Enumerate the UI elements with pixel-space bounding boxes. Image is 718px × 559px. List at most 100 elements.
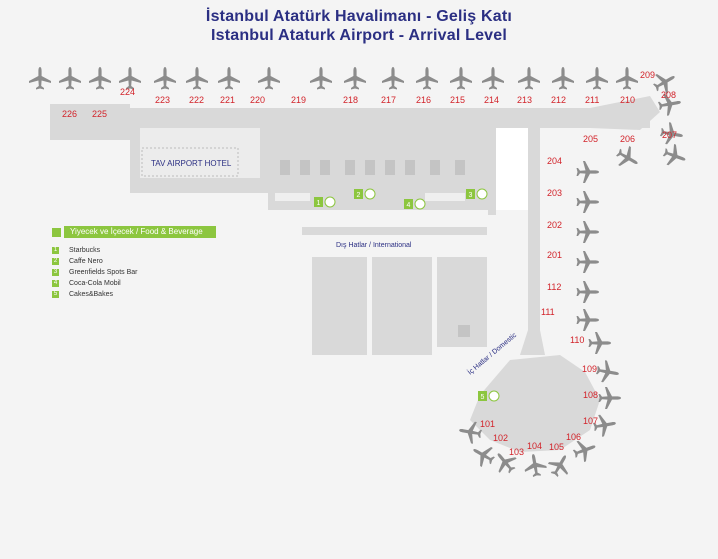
gate-102: 102 — [493, 433, 508, 443]
gate-219: 219 — [291, 95, 306, 105]
plane-icon — [616, 67, 638, 90]
gate-210: 210 — [620, 95, 635, 105]
cup-icon — [364, 188, 376, 200]
food-marker-4[interactable]: 4 — [404, 198, 426, 210]
legend-item: 4 Coca-Cola Mobil — [52, 279, 216, 288]
gate-218: 218 — [343, 95, 358, 105]
plane-icon — [416, 67, 438, 90]
gate-222: 222 — [189, 95, 204, 105]
legend-item-label: Coca-Cola Mobil — [69, 280, 121, 287]
food-marker-number: 4 — [407, 202, 411, 209]
gate-212: 212 — [551, 95, 566, 105]
cup-icon — [488, 390, 500, 402]
plane-icon — [522, 452, 548, 479]
plane-icon — [660, 141, 690, 171]
gate-207: 207 — [662, 130, 677, 140]
plane-icon — [576, 281, 599, 303]
gate-213: 213 — [517, 95, 532, 105]
international-hall — [302, 227, 487, 355]
hotel-area — [141, 147, 239, 177]
gate-209: 209 — [640, 70, 655, 80]
plane-icon — [518, 67, 540, 90]
hotel-label: TAV AIRPORT HOTEL — [151, 159, 232, 168]
legend-item-number: 5 — [52, 291, 59, 298]
food-marker-number: 3 — [469, 192, 473, 199]
food-marker-2[interactable]: 2 — [354, 188, 376, 200]
plane-icon — [310, 67, 332, 90]
cup-icon — [414, 198, 426, 210]
food-marker-number: 5 — [481, 394, 485, 401]
gate-110: 110 — [570, 335, 584, 345]
gate-104: 104 — [527, 441, 542, 451]
gate-201: 201 — [547, 250, 562, 260]
gate-101: 101 — [480, 419, 495, 429]
gate-108: 108 — [583, 390, 598, 400]
plane-icon — [576, 161, 599, 183]
title-turkish: İstanbul Atatürk Havalimanı - Geliş Katı — [205, 8, 513, 25]
gate-109: 109 — [582, 364, 597, 374]
plane-icon — [186, 67, 208, 90]
gate-202: 202 — [547, 220, 562, 230]
plane-icon — [29, 67, 51, 90]
title-english: Istanbul Ataturk Airport - Arrival Level — [210, 27, 508, 44]
legend-header: Yiyecek ve İçecek / Food & Beverage — [52, 226, 216, 238]
plane-icon — [552, 67, 574, 90]
gate-105: 105 — [549, 442, 564, 452]
plane-icon — [258, 67, 280, 90]
gate-111: 111 — [541, 307, 555, 317]
food-marker-number: 2 — [357, 192, 361, 199]
legend-swatch — [52, 227, 61, 237]
gate-103: 103 — [509, 447, 524, 457]
gate-224: 224 — [120, 87, 135, 97]
international-label: Dış Hatlar / International — [336, 242, 412, 249]
gate-112: 112 — [547, 282, 561, 292]
cup-icon — [324, 196, 336, 208]
food-marker-1[interactable]: 1 — [314, 196, 336, 208]
gate-216: 216 — [416, 95, 431, 105]
plane-icon — [218, 67, 240, 90]
gate-221: 221 — [220, 95, 235, 105]
gate-106: 106 — [566, 432, 581, 442]
plane-icon — [598, 387, 621, 409]
legend: Yiyecek ve İçecek / Food & Beverage 1 Sta… — [52, 226, 216, 299]
plane-icon — [482, 67, 504, 90]
legend-item-label: Starbucks — [69, 247, 101, 254]
gate-205: 205 — [583, 134, 598, 144]
food-markers: 1 2 3 4 5 — [314, 188, 500, 402]
legend-title: Yiyecek ve İçecek / Food & Beverage — [64, 226, 216, 238]
plane-icon — [576, 309, 599, 331]
plane-icon — [382, 67, 404, 90]
plane-icon — [59, 67, 81, 90]
plane-icon — [154, 67, 176, 90]
legend-item-label: Cakes&Bakes — [69, 291, 113, 298]
plane-icon — [586, 67, 608, 90]
plane-icon — [544, 449, 576, 481]
food-marker-number: 1 — [317, 200, 321, 207]
plane-icon — [594, 359, 621, 385]
gate-225: 225 — [92, 109, 107, 119]
legend-item-number: 1 — [52, 247, 59, 254]
gate-223: 223 — [155, 95, 170, 105]
plane-icon — [450, 67, 472, 90]
gate-214: 214 — [484, 95, 499, 105]
legend-item-number: 4 — [52, 280, 59, 287]
plane-icon — [576, 251, 599, 273]
plane-icon — [612, 142, 644, 174]
plane-icon — [344, 67, 366, 90]
gate-220: 220 — [250, 95, 265, 105]
legend-item: 1 Starbucks — [52, 246, 216, 255]
gate-215: 215 — [450, 95, 465, 105]
legend-item-label: Greenfields Spots Bar — [69, 269, 138, 276]
gate-208: 208 — [661, 90, 676, 100]
plane-icon — [89, 67, 111, 90]
shop-blocks — [275, 160, 465, 201]
plane-icon — [467, 439, 499, 471]
plane-icon — [576, 191, 599, 213]
food-marker-3[interactable]: 3 — [466, 188, 488, 200]
cup-icon — [476, 188, 488, 200]
food-marker-5[interactable]: 5 — [478, 390, 500, 402]
